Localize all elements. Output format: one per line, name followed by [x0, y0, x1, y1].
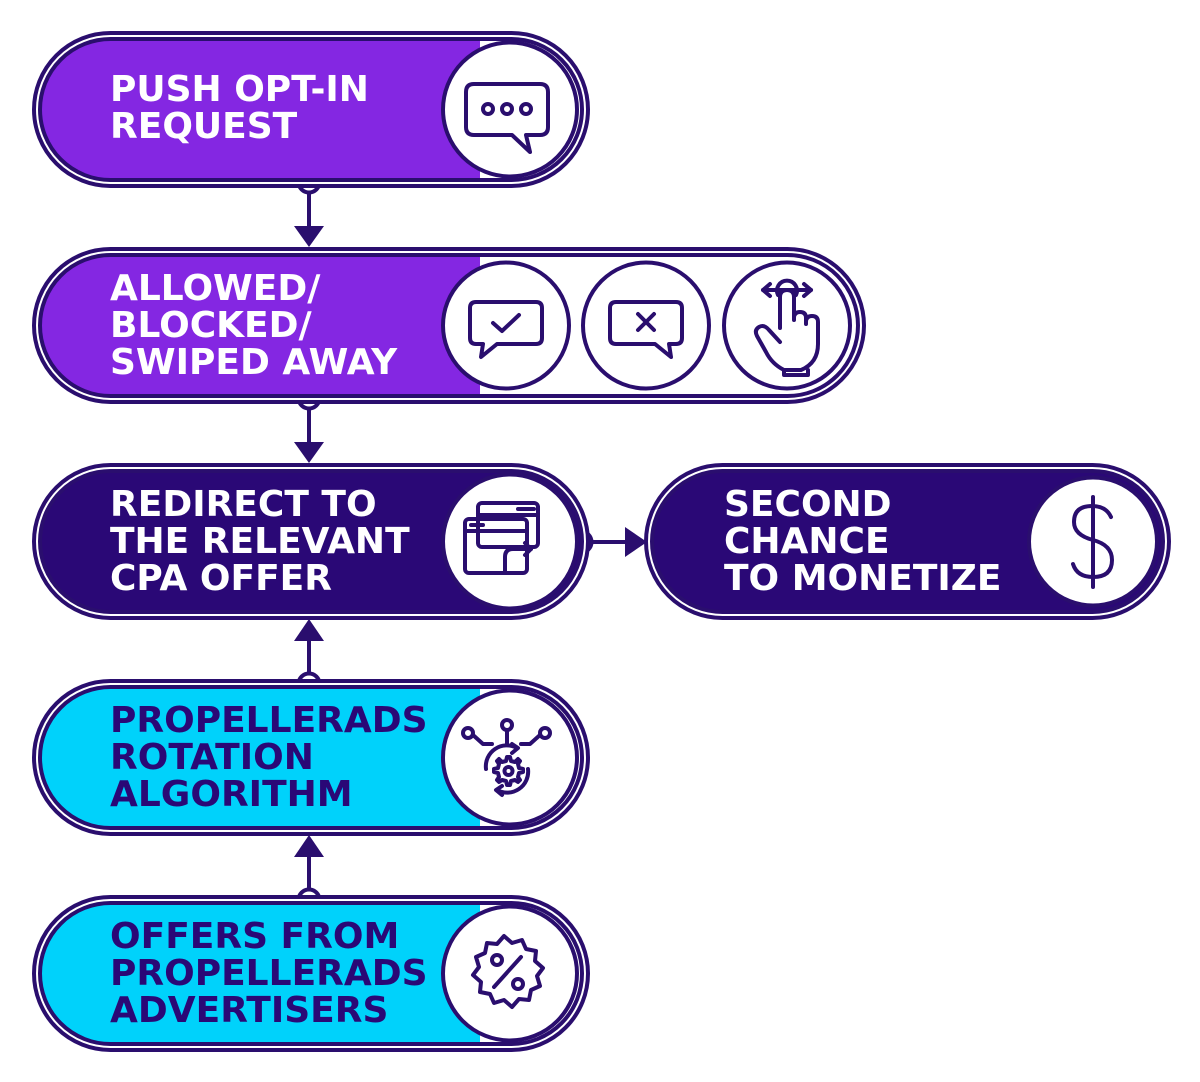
node-label-advertiser-offers: OFFERS FROM PROPELLERADS ADVERTISERS: [110, 916, 440, 1031]
node-label-rotation-algorithm: PROPELLERADS ROTATION ALGORITHM: [110, 700, 440, 815]
node-label-redirect-cpa: REDIRECT TO THE RELEVANT CPA OFFER: [110, 484, 422, 599]
label-line: ALLOWED/: [110, 268, 321, 309]
chat-bubble-x-icon: [608, 300, 684, 359]
node-label-allowed-blocked-swiped: ALLOWED/ BLOCKED/ SWIPED AWAY: [110, 268, 398, 383]
label-line: CPA OFFER: [110, 558, 332, 599]
node-redirect-cpa: REDIRECT TO THE RELEVANT CPA OFFER: [32, 463, 590, 620]
browser-redirect-icon: [463, 501, 540, 575]
label-line: ROTATION: [110, 737, 314, 778]
label-line: SECOND: [724, 484, 892, 525]
label-line: REDIRECT TO: [110, 484, 377, 525]
node-advertiser-offers: OFFERS FROM PROPELLERADS ADVERTISERS: [32, 895, 590, 1052]
node-second-chance: SECOND CHANCE TO MONETIZE: [644, 463, 1171, 620]
label-line: PROPELLERADS: [110, 953, 428, 994]
algorithm-gear-icon: [461, 718, 552, 797]
label-line: PUSH OPT-IN: [110, 69, 369, 110]
node-label-second-chance: SECOND CHANCE TO MONETIZE: [724, 484, 1002, 599]
dollar-icon: [1071, 495, 1114, 589]
label-line: THE RELEVANT: [110, 521, 410, 562]
label-line: ALGORITHM: [110, 774, 353, 815]
label-line: ADVERTISERS: [110, 990, 388, 1031]
label-line: PROPELLERADS: [110, 700, 428, 741]
label-line: CHANCE: [724, 521, 890, 562]
label-line: SWIPED AWAY: [110, 342, 398, 383]
label-line: OFFERS FROM: [110, 916, 399, 957]
node-rotation-algorithm: PROPELLERADS ROTATION ALGORITHM: [32, 679, 590, 836]
label-line: TO MONETIZE: [724, 558, 1002, 599]
percent-badge-icon: [471, 934, 545, 1009]
label-line: BLOCKED/: [110, 305, 312, 346]
node-allowed-blocked-swiped: ALLOWED/ BLOCKED/ SWIPED AWAY: [32, 247, 866, 404]
label-line: REQUEST: [110, 106, 298, 147]
node-push-opt-in: PUSH OPT-IN REQUEST: [32, 31, 590, 188]
node-label-push-opt-in: PUSH OPT-IN REQUEST: [110, 69, 381, 147]
chat-bubble-dots-icon: [464, 82, 550, 154]
swipe-hand-icon: [753, 278, 820, 377]
chat-bubble-check-icon: [468, 300, 544, 359]
